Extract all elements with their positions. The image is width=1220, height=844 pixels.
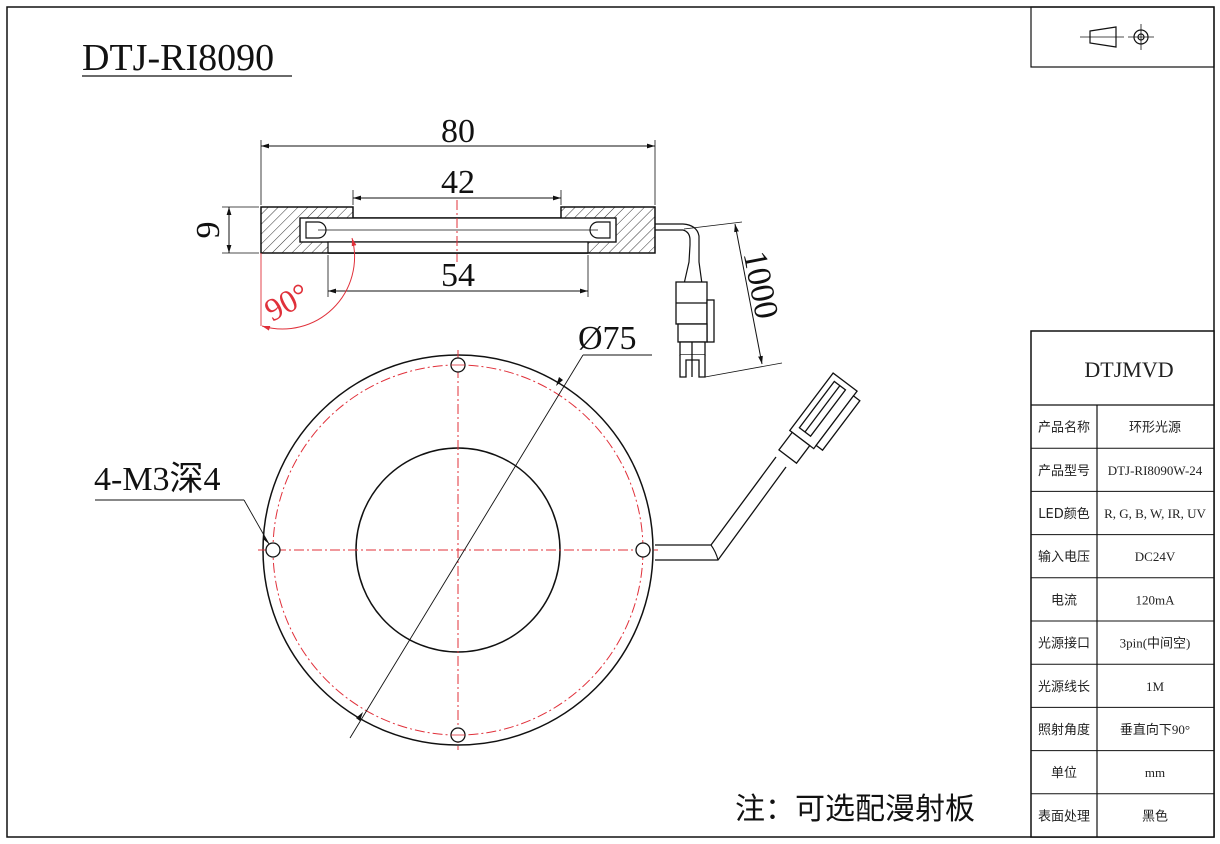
- title-block-value: 垂直向下90°: [1120, 722, 1190, 737]
- mount-hole-right: [635, 542, 651, 558]
- dim-80-label: 80: [441, 113, 475, 150]
- bottom-window: [327, 241, 589, 254]
- title-block-label: 单位: [1051, 766, 1077, 781]
- title-block-label: 照射角度: [1038, 722, 1090, 738]
- title-block-label: 电流: [1051, 593, 1077, 608]
- diameter-label: Ø75: [578, 320, 637, 357]
- angle-arc: [261, 237, 357, 331]
- dim-9-label: 9: [190, 222, 227, 239]
- title-block-value: DC24V: [1135, 549, 1176, 564]
- title-block-label: 光源接口: [1038, 636, 1090, 652]
- side-view: 80 42 54 9 90° 1000: [190, 113, 785, 378]
- connector-side: [675, 281, 715, 378]
- cable-front: [655, 456, 787, 561]
- title-block-value: 1M: [1146, 679, 1165, 694]
- title-block-value: DTJ-RI8090W-24: [1108, 463, 1203, 478]
- title-block-label: LED颜色: [1038, 506, 1089, 522]
- front-view: Ø75 4-M3深4: [94, 320, 861, 750]
- dim-1000-label: 1000: [736, 248, 785, 322]
- led-left: [305, 221, 327, 239]
- title-block-label: 输入电压: [1038, 549, 1090, 565]
- cable-side: [655, 223, 700, 245]
- mount-hole-left: [265, 542, 281, 558]
- dim-42-label: 42: [441, 164, 475, 201]
- title-block-label: 光源线长: [1038, 680, 1090, 695]
- title-block-value: 120mA: [1136, 592, 1176, 607]
- led-right: [589, 221, 611, 239]
- note-text: 注：可选配漫射板: [735, 792, 975, 827]
- diameter-leader: [349, 354, 584, 739]
- model-title: DTJ-RI8090: [82, 37, 274, 79]
- company-name: DTJMVD: [1084, 357, 1173, 382]
- title-block-value: R, G, B, W, IR, UV: [1104, 506, 1206, 521]
- projection-symbol: [1030, 6, 1215, 68]
- title-block-value: 3pin(中间空): [1120, 636, 1191, 651]
- dim-1000-line: [734, 223, 763, 365]
- title-block-value: 黑色: [1142, 808, 1168, 823]
- dim-54-label: 54: [441, 257, 475, 294]
- connector-front: [778, 372, 861, 465]
- angle-label: 90°: [258, 275, 314, 328]
- title-block-value: 环形光源: [1129, 420, 1181, 435]
- title-block-label: 表面处理: [1038, 809, 1090, 824]
- title-block-label: 产品名称: [1038, 420, 1090, 436]
- title-block-value: mm: [1145, 765, 1165, 780]
- hole-callout-label: 4-M3深4: [94, 461, 221, 498]
- title-block-label: 产品型号: [1038, 464, 1090, 479]
